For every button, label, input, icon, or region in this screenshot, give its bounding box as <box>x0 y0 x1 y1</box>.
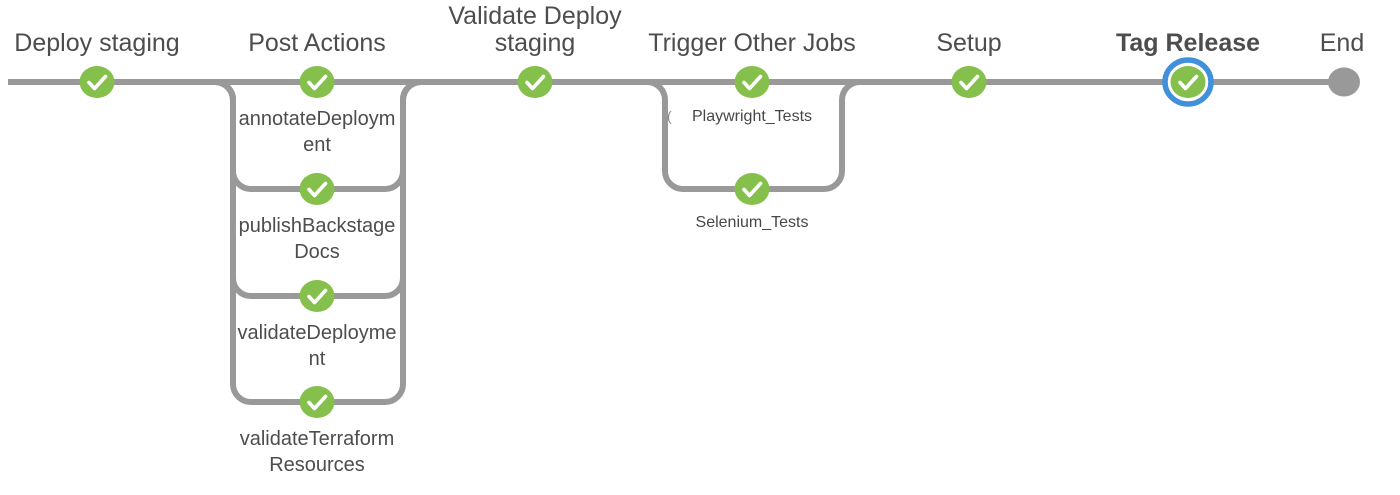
stage-node-setup[interactable] <box>951 66 987 98</box>
branch-node-publishbackstagedocs[interactable] <box>299 173 335 205</box>
stage-node-deploy-staging[interactable] <box>79 66 115 98</box>
stage-node-validate-deploy-staging[interactable] <box>517 66 553 98</box>
branch-label-validateterraformresources[interactable]: validateTerraformResources <box>239 428 395 476</box>
check-icon <box>87 74 108 91</box>
stage-label-deploy-staging[interactable]: Deploy staging <box>14 29 180 57</box>
end-node[interactable] <box>1328 67 1360 97</box>
stage-label-tag-release[interactable]: Tag Release <box>1115 29 1261 57</box>
check-icon <box>307 74 328 91</box>
check-icon <box>742 181 763 198</box>
check-icon <box>525 74 546 91</box>
branch-label-playwright-tests[interactable]: Playwright_Tests <box>691 108 813 125</box>
check-icon <box>307 394 328 411</box>
stage-label-end: End <box>1319 29 1365 57</box>
check-icon <box>307 288 328 305</box>
stage-label-trigger-other-jobs[interactable]: Trigger Other Jobs <box>648 29 856 57</box>
stage-node-trigger-other-jobs[interactable] <box>734 66 770 98</box>
branch-node-selenium-tests[interactable] <box>734 173 770 205</box>
check-icon <box>307 181 328 198</box>
branch-label-publishbackstagedocs[interactable]: publishBackstageDocs <box>238 215 396 263</box>
stage-label-setup[interactable]: Setup <box>936 29 1002 57</box>
check-icon <box>742 74 763 91</box>
branch-label-annotatedeployment[interactable]: annotateDeployment <box>238 108 396 156</box>
stage-label-post-actions[interactable]: Post Actions <box>248 29 386 57</box>
check-icon <box>1178 74 1199 91</box>
stage-label-validate-deploy-staging[interactable]: Validate Deploy staging <box>448 2 622 57</box>
branch-label-validatedeployment[interactable]: validateDeployment <box>237 322 397 370</box>
branch-node-validatedeployment[interactable] <box>299 280 335 312</box>
trigger-jobs-branch2-connector <box>646 79 861 192</box>
stage-node-tag-release-selected[interactable] <box>1162 57 1214 107</box>
check-icon <box>959 74 980 91</box>
stray-mark: ( <box>667 108 672 124</box>
branch-label-selenium-tests[interactable]: Selenium_Tests <box>695 214 809 231</box>
branch-node-validateterraformresources[interactable] <box>299 386 335 418</box>
stage-node-post-actions[interactable] <box>299 66 335 98</box>
filled-circle-icon <box>1328 67 1360 97</box>
